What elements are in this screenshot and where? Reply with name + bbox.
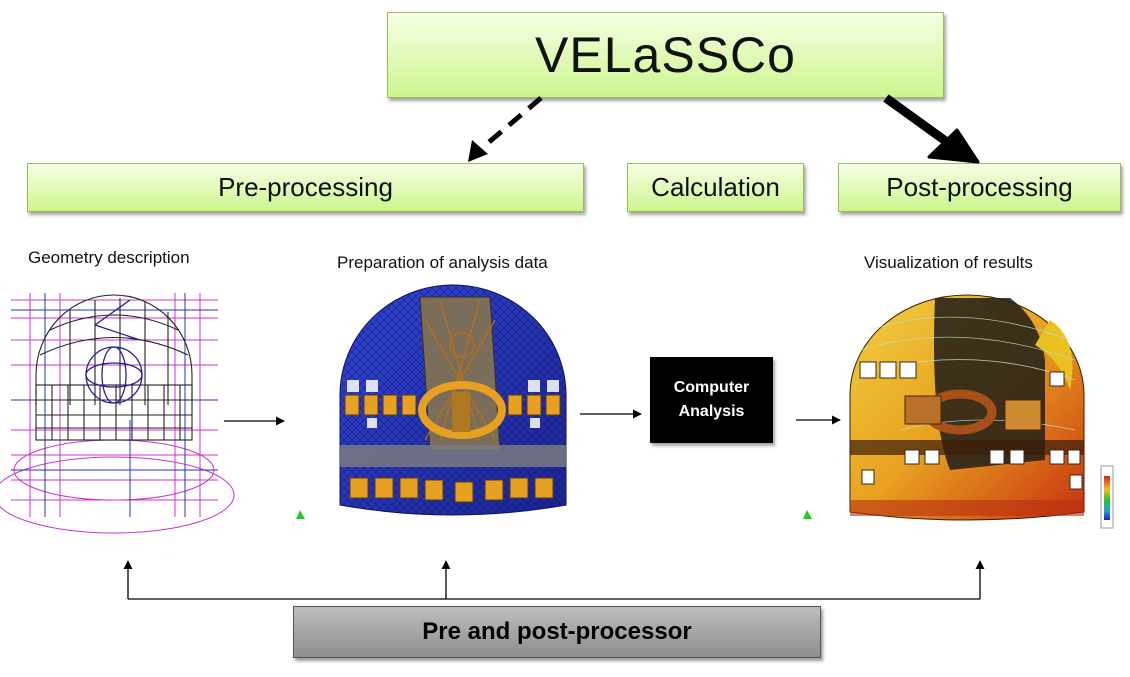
- results-dome-image: [803, 294, 1114, 529]
- geometry-wireframe-image: [0, 293, 235, 534]
- feedback-connectors: [123, 560, 985, 600]
- pre-post-processor-box: Pre and post-processor: [293, 606, 821, 658]
- dashed-arrow-to-preprocessing: [468, 96, 543, 162]
- title-text: VELaSSCo: [535, 27, 796, 83]
- geometry-caption: Geometry description: [28, 248, 190, 267]
- pre-processing-label: Pre-processing: [218, 172, 393, 202]
- bold-arrow-to-postprocessing: [883, 94, 980, 164]
- pre-post-processor-label: Pre and post-processor: [422, 618, 692, 645]
- mesh-dome-image: [296, 284, 567, 519]
- visualization-caption: Visualization of results: [864, 253, 1033, 272]
- color-legend-bar: [1104, 476, 1110, 520]
- title-box: VELaSSCo: [387, 12, 944, 98]
- post-processing-box: Post-processing: [838, 163, 1121, 212]
- computer-analysis-line1: Computer: [673, 379, 750, 396]
- calculation-box: Calculation: [627, 163, 804, 212]
- computer-analysis-line2: Analysis: [678, 403, 745, 420]
- axis-icon: [296, 510, 305, 519]
- post-processing-label: Post-processing: [886, 172, 1073, 202]
- axis-icon-results: [803, 510, 812, 519]
- computer-analysis-box: Computer Analysis: [650, 357, 773, 443]
- preparation-caption: Preparation of analysis data: [337, 253, 548, 272]
- pre-processing-box: Pre-processing: [27, 163, 584, 212]
- calculation-label: Calculation: [651, 172, 780, 202]
